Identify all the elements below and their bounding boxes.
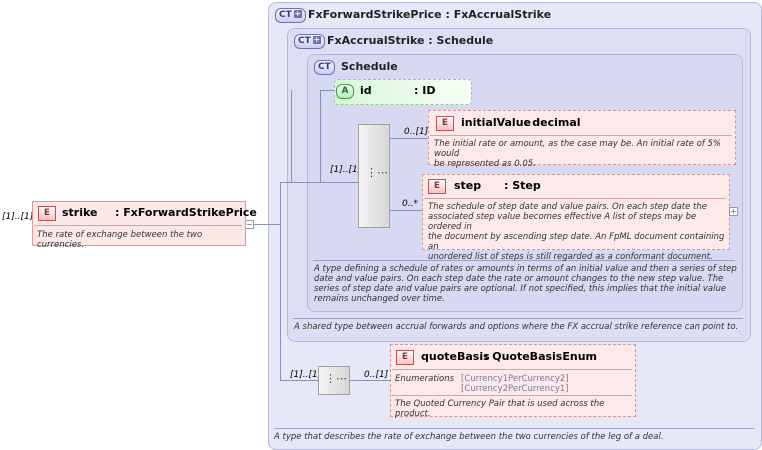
complex-type-title: FxAccrualStrike : Schedule: [327, 34, 494, 47]
divider: [392, 369, 632, 370]
divider: [313, 260, 735, 261]
attribute-id[interactable]: [334, 79, 472, 105]
element-type: : FxForwardStrikePrice: [115, 206, 257, 219]
element-badge: E: [396, 350, 414, 365]
sequence-compositor-icon: ⋮⋯: [366, 166, 388, 179]
divider: [430, 135, 732, 136]
connector-line: [348, 380, 390, 381]
connector-line: [388, 138, 428, 139]
connector-line: [280, 182, 281, 380]
element-name: initialValue: [461, 116, 531, 129]
element-description: The rate of exchange between the two cur…: [37, 230, 203, 250]
multiplicity-label: 0..[1]: [364, 370, 389, 380]
description-line: unordered list of steps is still regarde…: [428, 252, 713, 262]
multiplicity-label: [1]..[1]: [2, 212, 34, 222]
complex-type-description: A type defining a schedule of rates or a…: [314, 264, 738, 304]
divider: [392, 395, 632, 396]
element-description: The schedule of step date and value pair…: [428, 202, 728, 262]
element-step[interactable]: [422, 174, 730, 250]
multiplicity-label: 0..*: [402, 199, 418, 209]
connector-line: [280, 380, 318, 381]
connector-line: [320, 90, 321, 182]
description-line: remains unchanged over time.: [314, 294, 445, 304]
element-type: : QuoteBasisEnum: [484, 350, 597, 363]
multiplicity-label: [1]..[1]: [330, 165, 362, 175]
complex-type-badge: CT: [314, 60, 335, 75]
element-initial-value[interactable]: [428, 110, 736, 165]
complex-type-description: A type that describes the rate of exchan…: [274, 432, 664, 442]
connector-line: [320, 90, 334, 91]
connector-line: [291, 182, 358, 183]
connector-line: [280, 182, 292, 183]
complex-type-title: FxForwardStrikePrice : FxAccrualStrike: [308, 8, 552, 21]
multiplicity-label: 0..[1]: [404, 127, 429, 137]
complex-type-badge: CT+: [275, 8, 306, 23]
description-line: series of step date and value pairs are …: [314, 284, 727, 294]
complex-type-badge: CT+: [294, 34, 325, 49]
description-line: be represented as 0.05.: [434, 159, 536, 169]
element-badge: E: [436, 116, 454, 131]
expand-plus-icon: +: [293, 9, 302, 18]
description-line: date and value pairs. On each step date …: [314, 274, 724, 284]
connector-line: [256, 224, 280, 225]
description-line: The schedule of step date and value pair…: [428, 202, 707, 212]
enumerations-label: Enumerations: [395, 374, 455, 384]
element-name: step: [454, 179, 482, 192]
divider: [424, 198, 726, 199]
element-name: quoteBasis: [421, 350, 490, 363]
connector-line: [291, 90, 292, 183]
collapse-minus-icon[interactable]: −: [245, 220, 254, 229]
divider: [274, 428, 754, 429]
element-name: strike: [62, 206, 98, 219]
multiplicity-label: [1]..[1]: [290, 370, 322, 380]
description-line: A type defining a schedule of rates or a…: [314, 264, 737, 274]
divider: [293, 318, 743, 319]
sequence-compositor[interactable]: [358, 124, 390, 228]
attribute-badge: A: [336, 84, 354, 99]
element-type: : decimal: [524, 116, 581, 129]
enumeration-value: [Currency1PerCurrency2]: [461, 374, 569, 384]
element-description: The Quoted Currency Pair that is used ac…: [395, 399, 605, 419]
connector-line: [388, 210, 422, 211]
attribute-type: : ID: [414, 84, 436, 97]
description-line: associated step value becomes effective …: [428, 212, 697, 232]
description-line: the document by ascending step date. An …: [428, 232, 725, 252]
element-quote-basis[interactable]: [390, 344, 636, 417]
expand-plus-icon[interactable]: +: [729, 207, 738, 216]
sequence-compositor[interactable]: [318, 366, 350, 395]
element-badge: E: [428, 179, 446, 194]
enumeration-value: [Currency2PerCurrency1]: [461, 384, 569, 394]
element-type: : Step: [504, 179, 541, 192]
divider: [34, 225, 242, 226]
complex-type-title: Schedule: [341, 60, 398, 73]
element-description: The initial rate or amount, as the case …: [434, 139, 732, 169]
complex-type-description: A shared type between accrual forwards a…: [294, 322, 739, 332]
element-badge: E: [38, 206, 56, 221]
element-strike[interactable]: [32, 201, 246, 246]
expand-plus-icon: +: [312, 35, 321, 44]
sequence-compositor-icon: ⋮⋯: [325, 372, 347, 385]
attribute-name: id: [360, 84, 372, 97]
description-line: The initial rate or amount, as the case …: [434, 139, 721, 159]
